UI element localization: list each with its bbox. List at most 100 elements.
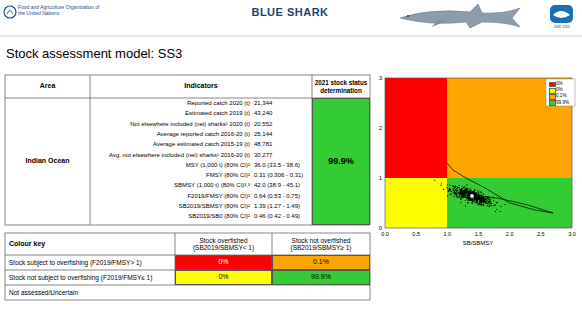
scatter-dot [481,199,482,200]
indicator-name: SB2019/SB0 (80% CI)² [92,213,250,220]
scatter-dot [467,195,468,196]
scatter-dot [471,202,472,203]
scatter-dot [464,186,465,187]
scatter-dot [462,195,463,196]
tick-label: 1.0 [437,231,457,237]
scatter-dot [473,200,474,201]
scatter-dot [463,190,464,191]
scatter-dot [462,194,463,195]
quadrant-yellow [385,178,447,228]
scatter-dot [474,199,475,200]
scatter-dot [496,202,497,203]
scatter-dot [468,191,469,192]
scatter-dot [468,197,469,198]
scatter-dot [476,199,477,200]
scatter-dot [479,201,480,202]
scatter-dot [490,203,491,204]
scatter-dot [457,187,458,188]
scatter-dot [489,198,490,199]
scatter-dot [483,200,484,201]
slide-subtitle: Stock assessment model: SS3 [6,47,336,62]
scatter-dot [465,195,466,196]
scatter-dot [484,201,485,202]
scatter-dot [468,202,469,203]
scatter-dot [488,201,489,202]
scatter-dot [460,194,461,195]
scatter-dot [467,197,468,198]
scatter-dot [485,201,486,202]
scatter-dot [464,190,465,191]
scatter-dot [463,191,464,192]
tick-label: 1 [373,175,382,181]
scatter-dot [483,200,484,201]
scatter-dot [472,198,473,199]
scatter-dot [481,200,482,201]
scatter-dot [488,202,489,203]
status-cell: 0% [175,255,272,270]
scatter-dot [464,191,465,192]
scatter-dot [454,193,455,194]
scatter-dot [459,189,460,190]
scatter-dot [477,203,478,204]
scatter-dot [483,199,484,200]
scatter-dot [456,193,457,194]
scatter-dot [491,203,492,204]
scatter-dot [478,198,479,199]
scatter-dot [478,203,479,204]
indicator-name: Not elsewhere included (nei) sharks¹ 202… [92,121,250,128]
scatter-dot [454,187,455,188]
scatter-dot [476,192,477,193]
scatter-dot [463,197,464,198]
scatter-dot [475,194,476,195]
scatter-dot [460,191,461,192]
scatter-dot [476,202,477,203]
legend-swatch [549,94,556,100]
scatter-dot [472,199,473,200]
scatter-dot [441,182,442,183]
scatter-dot [446,187,447,188]
iotc-logo [553,11,570,18]
scatter-dot [455,189,456,190]
indicator-name: FMSY (80% CI)² [92,172,250,179]
scatter-dot [454,191,455,192]
scatter-dot [462,195,463,196]
colour-key-grid [5,233,370,300]
scatter-dot [462,192,463,193]
scatter-dot [487,203,488,204]
scatter-dot [478,193,479,194]
scatter-dot [458,187,459,188]
scatter-dot [453,192,454,193]
scatter-dot [461,192,462,193]
scatter-dot [453,196,454,197]
scatter-dot [472,201,473,202]
scatter-dot [476,197,477,198]
scatter-dot [469,197,470,198]
scatter-dot [469,192,470,193]
scatter-dot [463,190,464,191]
scatter-dot [484,199,485,200]
scatter-dot [487,205,488,206]
scatter-dot [481,192,482,193]
scatter-dot [462,191,463,192]
scatter-dot [462,196,463,197]
scatter-dot [468,195,469,196]
indicator-value: 42.0 (38.9 - 45.1) [254,182,311,189]
scatter-dot [458,190,459,191]
scatter-dot [485,198,486,199]
scatter-dot [467,192,468,193]
scatter-dot [483,194,484,195]
scatter-dot [461,193,462,194]
indicator-value: 30,277 [254,152,311,159]
scatter-dot [456,194,457,195]
scatter-dot [489,202,490,203]
scatter-dot [462,194,463,195]
scatter-dot [474,190,475,191]
scatter-dot [482,199,483,200]
table-header: 2021 stock status determination [314,79,368,93]
scatter-dot [460,191,461,192]
scatter-dot [484,201,485,202]
scatter-dot [481,192,482,193]
scatter-dot [469,200,470,201]
scatter-dot [481,205,482,206]
tick-label: 0.5 [406,231,426,237]
